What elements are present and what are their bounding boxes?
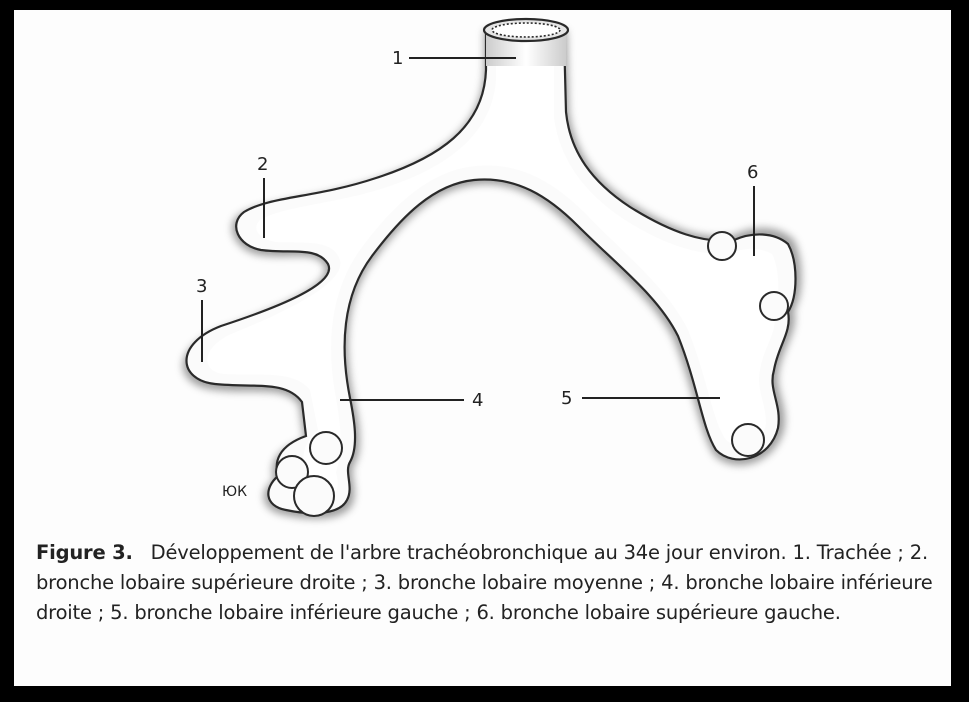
lobe-bud: [760, 292, 788, 320]
lobe-bud: [708, 232, 736, 260]
label-3: 3: [196, 276, 207, 297]
trachea-ring-inner: [492, 23, 560, 37]
label-2: 2: [257, 154, 268, 175]
bronchial-tree: [186, 34, 795, 516]
tree-highlight: [207, 50, 778, 500]
lobe-bud: [294, 476, 334, 516]
label-1: 1: [392, 48, 403, 69]
label-5: 5: [561, 388, 572, 409]
lobe-bud: [310, 432, 342, 464]
lobe-bud: [732, 424, 764, 456]
label-4: 4: [472, 390, 483, 411]
figure-frame: 1 2 3 4 5 6 ЮК Figure 3.Développement de…: [14, 10, 951, 686]
caption-title: Figure 3.: [36, 541, 133, 564]
tracheobronchial-tree-diagram: 1 2 3 4 5 6 ЮК: [14, 10, 951, 530]
label-small-mark: ЮК: [222, 484, 247, 500]
label-6: 6: [747, 162, 758, 183]
figure-caption: Figure 3.Développement de l'arbre traché…: [36, 538, 941, 628]
caption-text: Développement de l'arbre trachéobronchiq…: [36, 541, 933, 624]
